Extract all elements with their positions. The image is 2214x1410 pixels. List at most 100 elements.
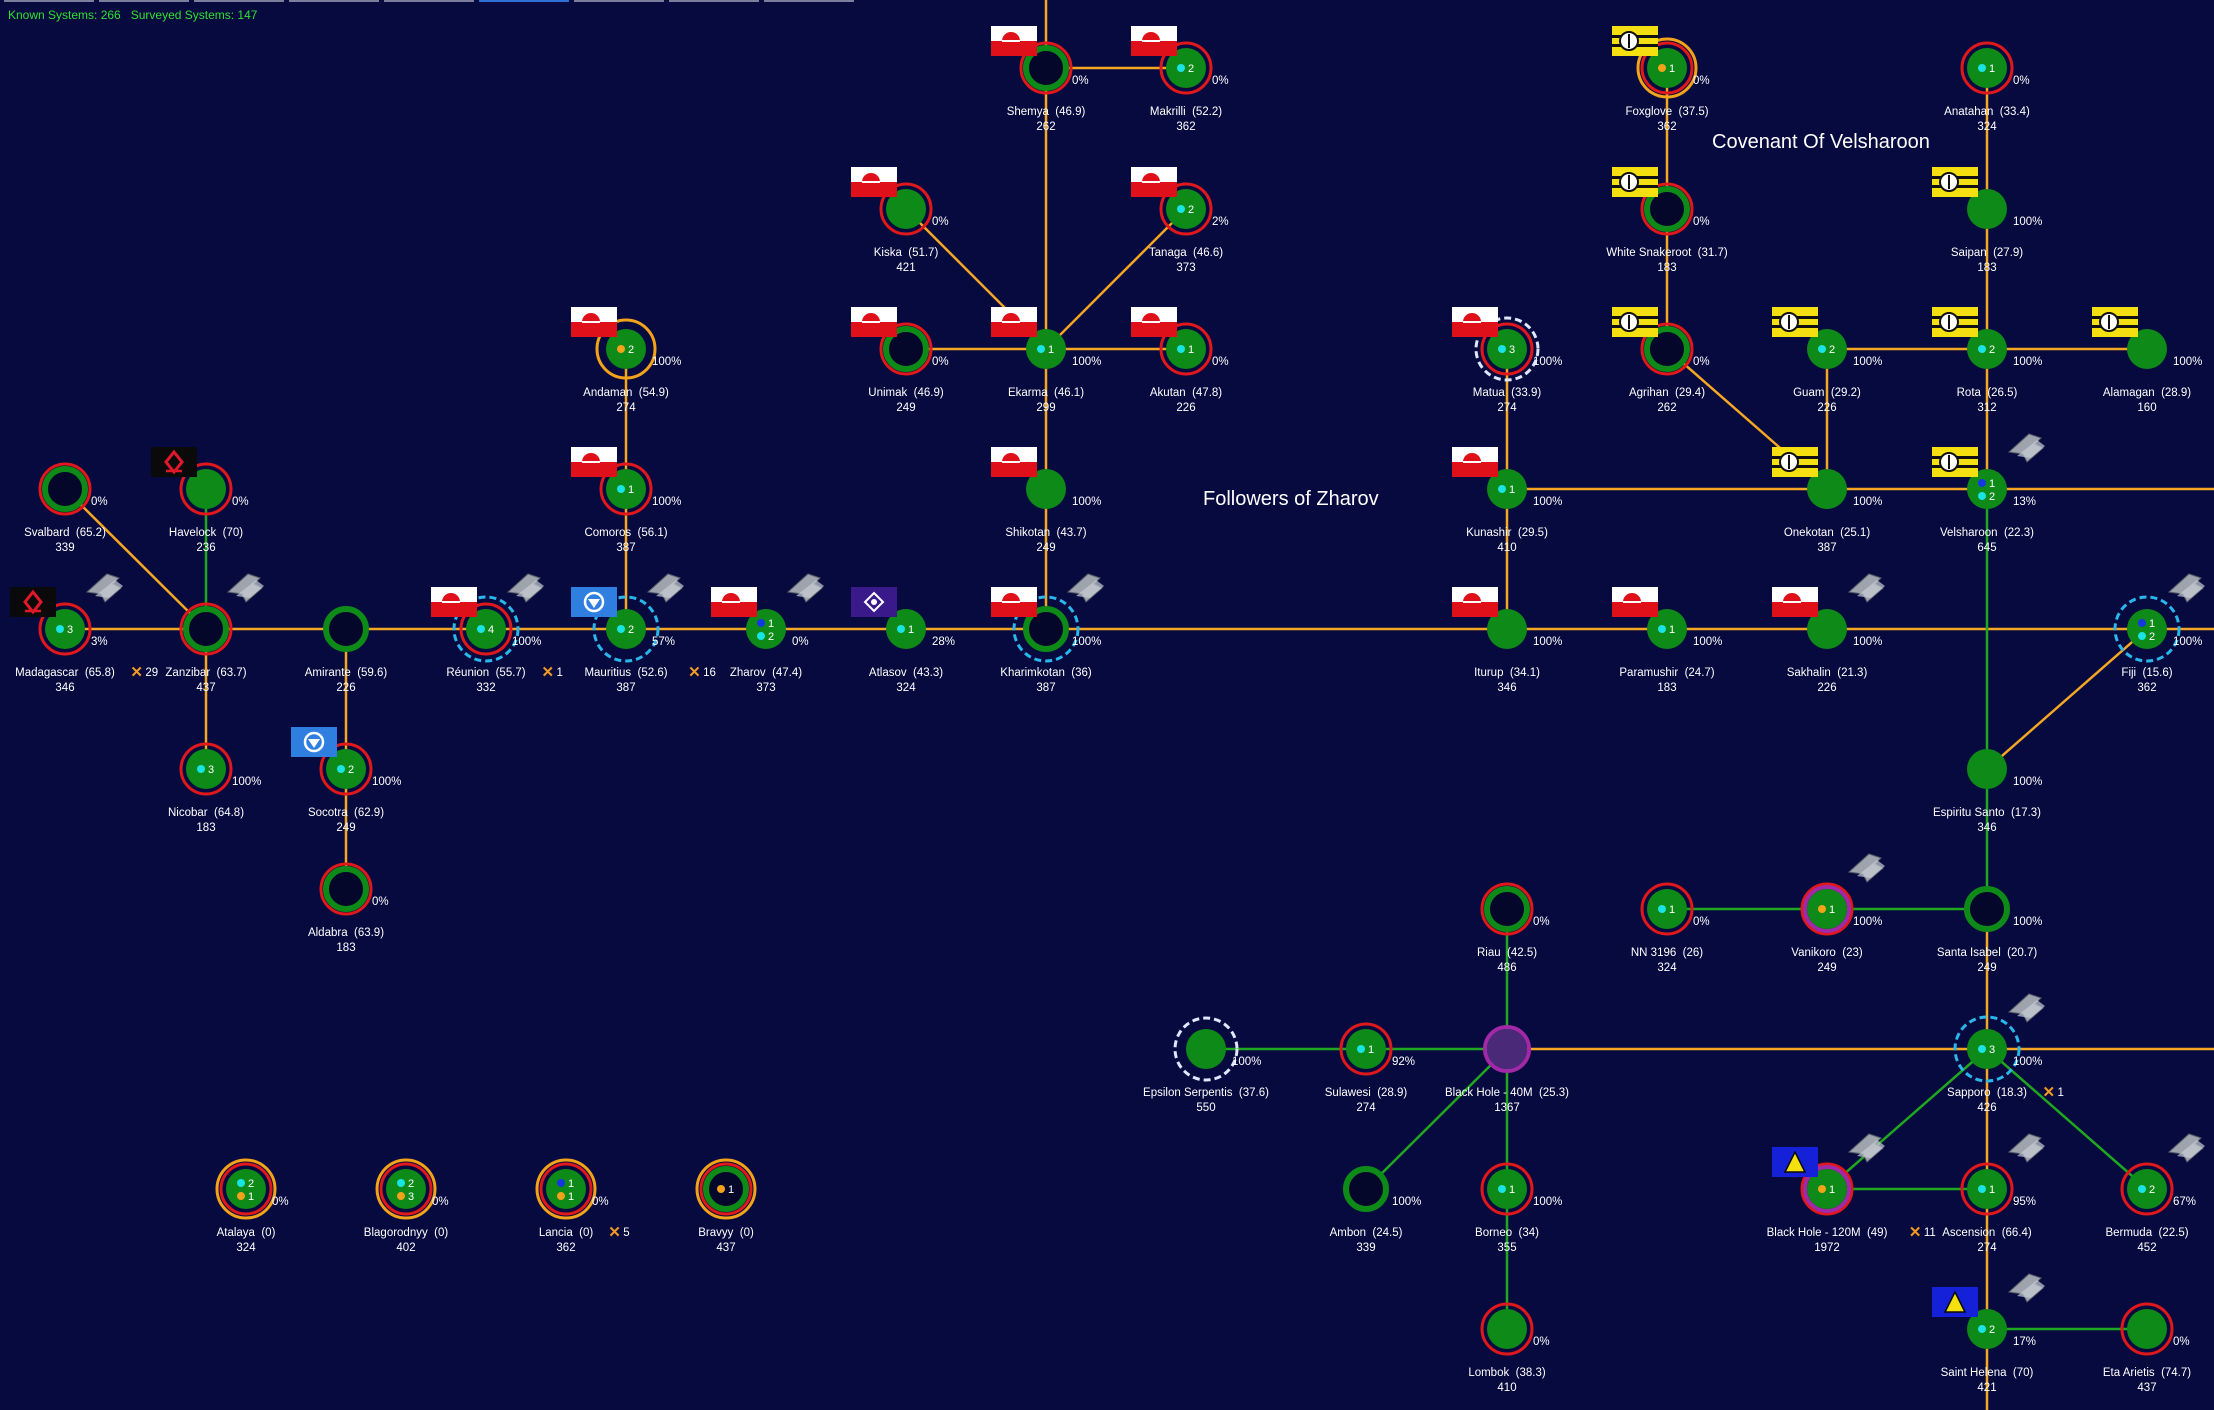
tab-3[interactable] bbox=[194, 0, 284, 2]
system-atlasov[interactable]: 128%Atlasov (43.3)324 bbox=[851, 587, 955, 694]
system-sulawesi[interactable]: 192%Sulawesi (28.9)274 bbox=[1325, 1022, 1415, 1114]
system-havelock[interactable]: 0%Havelock (70)236 bbox=[151, 447, 249, 554]
tab-2[interactable] bbox=[99, 0, 189, 2]
survey-percent: 100% bbox=[2013, 916, 2042, 928]
system-foxglove[interactable]: 10%Foxglove (37.5)362 bbox=[1612, 26, 1710, 133]
system-onekotan[interactable]: 100%Onekotan (25.1)387 bbox=[1772, 447, 1882, 554]
system-population: 226 bbox=[336, 682, 355, 694]
owned-ring bbox=[539, 1162, 593, 1216]
system-riau[interactable]: 0%Riau (42.5)486 bbox=[1477, 882, 1550, 974]
system-zanzibar[interactable]: Zanzibar (63.7)437 bbox=[165, 573, 264, 694]
system-kharimkotan[interactable]: 100%Kharimkotan (36)387 bbox=[991, 573, 1104, 694]
population-count: 1 bbox=[1188, 344, 1194, 356]
system-bermuda[interactable]: 267%Bermuda (22.5)452 bbox=[2105, 1133, 2205, 1254]
system-espiritusanto[interactable]: 100%Espiritu Santo (17.3)346 bbox=[1933, 749, 2042, 834]
star-icon bbox=[1967, 1169, 2007, 1209]
survey-percent: 13% bbox=[2013, 496, 2036, 508]
tab-7[interactable] bbox=[574, 0, 664, 2]
owned-ring bbox=[1159, 182, 1213, 236]
survey-percent: 0% bbox=[372, 896, 389, 908]
system-anatahan[interactable]: 10%Anatahan (33.4)324 bbox=[1944, 41, 2030, 133]
system-nn3196[interactable]: 10%NN 3196 (26)324 bbox=[1631, 882, 1710, 974]
system-whitesnakeroot[interactable]: 0%White Snakeroot (31.7)183 bbox=[1606, 167, 1728, 274]
system-sakhalin[interactable]: 100%Sakhalin (21.3)226 bbox=[1772, 573, 1885, 694]
system-svalbard[interactable]: 0%Svalbard (65.2)339 bbox=[24, 462, 108, 554]
system-shemya[interactable]: 0%Shemya (46.9)262 bbox=[991, 26, 1089, 133]
system-name-label: Black Hole - 120M bbox=[1767, 1227, 1861, 1239]
system-aldabra[interactable]: 0%Aldabra (63.9)183 bbox=[308, 862, 389, 954]
population-dot-icon bbox=[237, 1192, 245, 1200]
system-ascension[interactable]: 195%Ascension (66.4)274 bbox=[1942, 1133, 2045, 1254]
system-lombok[interactable]: 0%Lombok (38.3)410 bbox=[1468, 1302, 1550, 1394]
star-icon bbox=[1166, 189, 1206, 229]
system-mauritius[interactable]: 257%Mauritius (52.6)387✕16 bbox=[571, 573, 716, 694]
tab-9[interactable] bbox=[764, 0, 854, 2]
system-akutan[interactable]: 10%Akutan (47.8)226 bbox=[1131, 307, 1229, 414]
survey-percent: 0% bbox=[1533, 1336, 1550, 1348]
tab-4[interactable] bbox=[289, 0, 379, 2]
colony-ring bbox=[535, 1158, 597, 1220]
tab-1[interactable] bbox=[4, 0, 94, 2]
tab-5[interactable] bbox=[384, 0, 474, 2]
system-etaarietis[interactable]: 0%Eta Arietis (74.7)437 bbox=[2103, 1302, 2191, 1394]
system-santaisabel[interactable]: 100%Santa Isabel (20.7)249 bbox=[1937, 886, 2043, 974]
system-makrilli[interactable]: 20%Makrilli (52.2)362 bbox=[1131, 26, 1229, 133]
system-jump-rating: (64.8) bbox=[214, 807, 244, 819]
owned-ring bbox=[1019, 41, 1073, 95]
system-unimak[interactable]: 0%Unimak (46.9)249 bbox=[851, 307, 949, 414]
system-iturup[interactable]: 100%Iturup (34.1)346 bbox=[1452, 587, 1562, 694]
tab-8[interactable] bbox=[669, 0, 759, 2]
system-tanaga[interactable]: 22%Tanaga (46.6)373 bbox=[1131, 167, 1229, 274]
system-population: 249 bbox=[1036, 542, 1055, 554]
system-sainthelena[interactable]: 217%Saint Helena (70)421 bbox=[1932, 1273, 2045, 1394]
system-ambon[interactable]: 100%Ambon (24.5)339 bbox=[1330, 1166, 1422, 1254]
flag-stripe bbox=[1463, 321, 1481, 323]
system-name: Mauritius (52.6) bbox=[584, 667, 667, 679]
system-agrihan[interactable]: 0%Agrihan (29.4)262 bbox=[1612, 307, 1710, 414]
system-amirante[interactable]: Amirante (59.6)226 bbox=[305, 606, 388, 694]
system-saipan[interactable]: 100%Saipan (27.9)183 bbox=[1932, 167, 2042, 274]
system-shikotan[interactable]: 100%Shikotan (43.7)249 bbox=[991, 447, 1101, 554]
ship-shape bbox=[1857, 860, 1885, 878]
star-icon bbox=[886, 189, 926, 229]
system-alamagan[interactable]: 100%Alamagan (28.9)160 bbox=[2092, 307, 2202, 414]
population-dot-icon bbox=[757, 632, 765, 640]
survey-percent: 100% bbox=[1533, 1196, 1562, 1208]
system-jump-rating: (25.3) bbox=[1539, 1087, 1569, 1099]
system-epsilonserpentis[interactable]: 100%Epsilon Serpentis (37.6)550 bbox=[1143, 1016, 1269, 1114]
system-blackhole40[interactable]: Black Hole - 40M (25.3)1367 bbox=[1445, 1025, 1569, 1114]
population-dot-icon bbox=[897, 625, 905, 633]
system-madagascar[interactable]: 33%Madagascar (65.8)346✕29 bbox=[10, 573, 158, 694]
system-jump-rating: (52.2) bbox=[1192, 106, 1222, 118]
empire-flag-icon bbox=[991, 307, 1037, 337]
system-kiska[interactable]: 0%Kiska (51.7)421 bbox=[851, 167, 949, 274]
survey-percent: 0% bbox=[1212, 356, 1229, 368]
population-count: 2 bbox=[628, 344, 634, 356]
tab-6[interactable] bbox=[479, 0, 569, 2]
star-icon bbox=[1807, 889, 1847, 929]
fleet-icon bbox=[85, 573, 123, 603]
